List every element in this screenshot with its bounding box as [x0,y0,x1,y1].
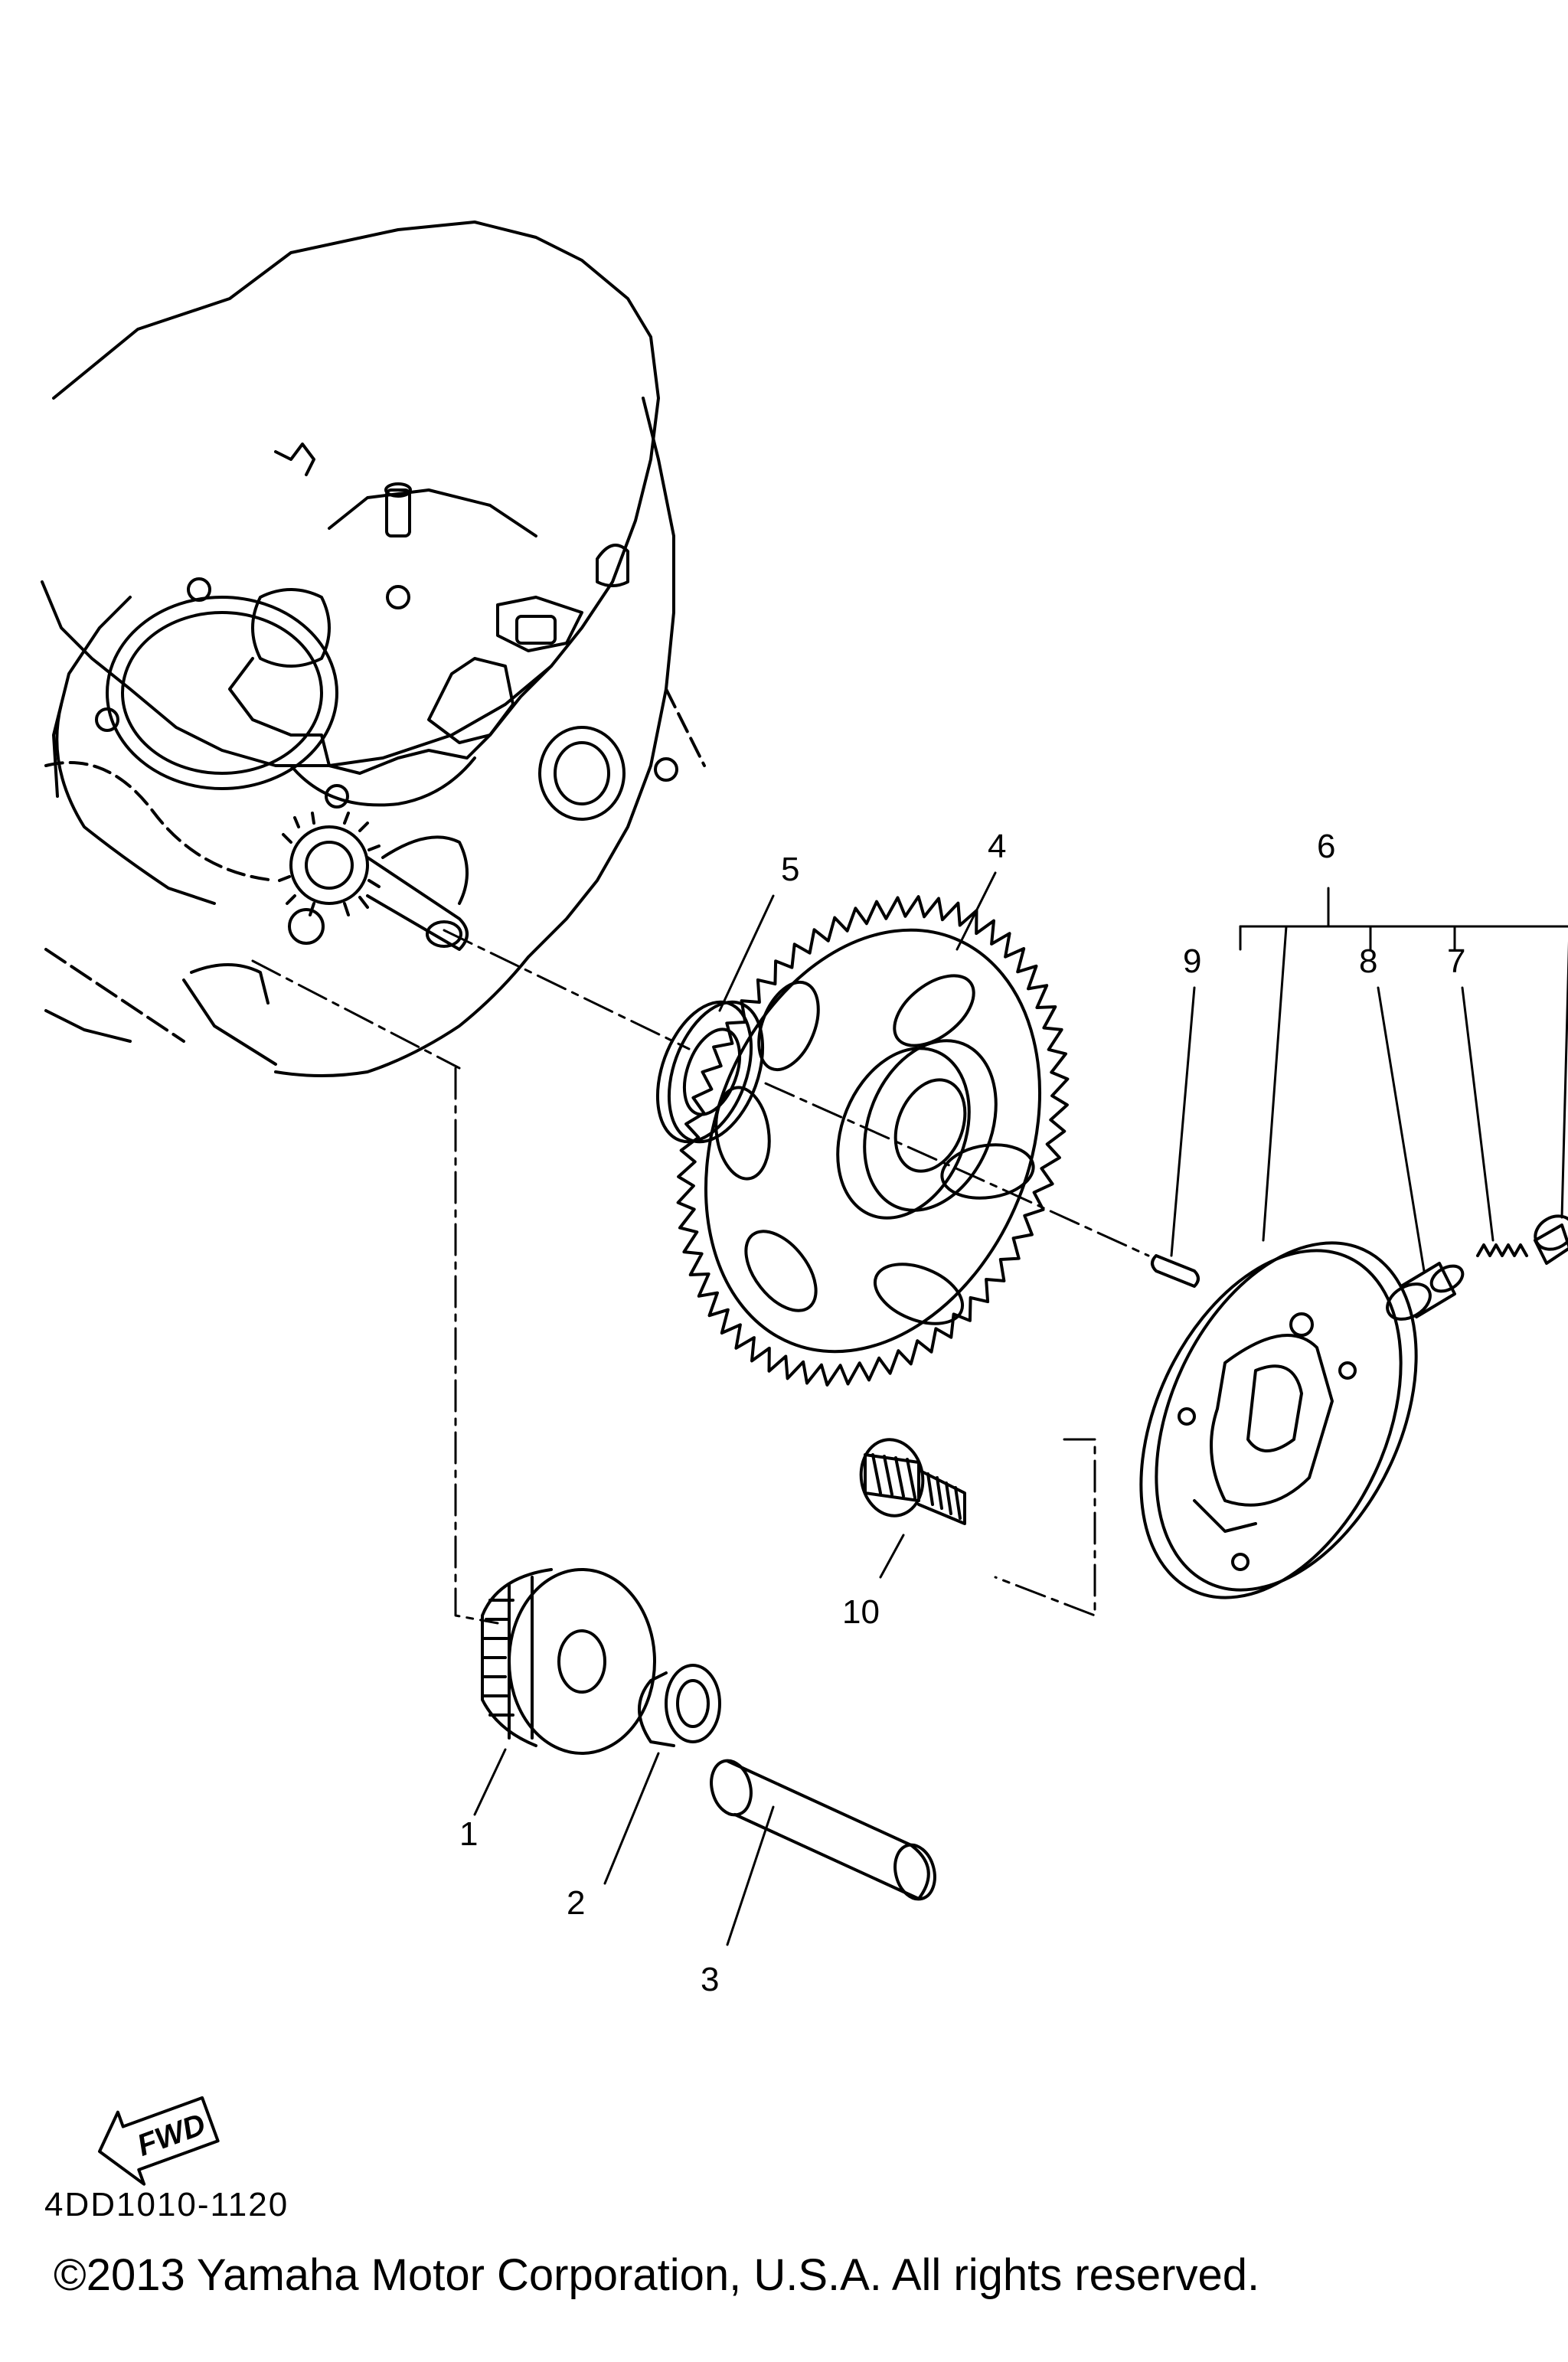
bushing-part-2 [638,1664,721,1747]
callout-5: 5 [781,851,799,888]
gear-hub-face [863,1039,998,1212]
callout-9: 9 [1183,943,1201,980]
fwd-arrow-icon: FWD [98,2096,220,2186]
washer-part-5 [655,1000,765,1144]
callout-4: 4 [988,828,1006,865]
starter-gear-part-1 [481,1568,656,1755]
gear-inner-rim [704,928,1042,1354]
callout-2: 2 [567,1884,585,1922]
callout-8: 8 [1359,943,1377,980]
callout-10: 10 [842,1593,880,1631]
cap-part-6-end [1534,1214,1568,1265]
starter-clutch-part-6 [1139,1241,1418,1599]
gear-hole [757,980,820,1072]
idle-gear-part-4 [676,895,1070,1387]
gear-hole [744,1230,818,1312]
pin-part-9 [1151,1254,1200,1288]
shaft-part-3 [710,1759,936,1901]
crankcase-illustration [41,221,706,1077]
gear-hub-bore [893,1078,967,1173]
bolt-part-10 [859,1438,966,1525]
callout-6: 6 [1317,828,1335,865]
plunger-part-8 [1386,1262,1465,1321]
gear-hole [873,1263,965,1325]
callout-7: 7 [1447,943,1465,980]
gear-hole [893,974,975,1047]
gear-teeth [676,895,1070,1387]
copyright-notice: ©2013 Yamaha Motor Corporation, U.S.A. A… [54,2250,1260,2300]
gear-hole [940,1143,1035,1200]
drawing-code: 4DD1010-1120 [44,2186,289,2223]
leader-lines [473,871,1568,1946]
gear-hub-outer [836,1047,971,1220]
gear-hole [714,1086,771,1181]
spring-part-7 [1476,1243,1528,1257]
callout-1: 1 [459,1815,478,1853]
callout-3: 3 [701,1961,719,1998]
svg-text:FWD: FWD [133,2107,211,2162]
